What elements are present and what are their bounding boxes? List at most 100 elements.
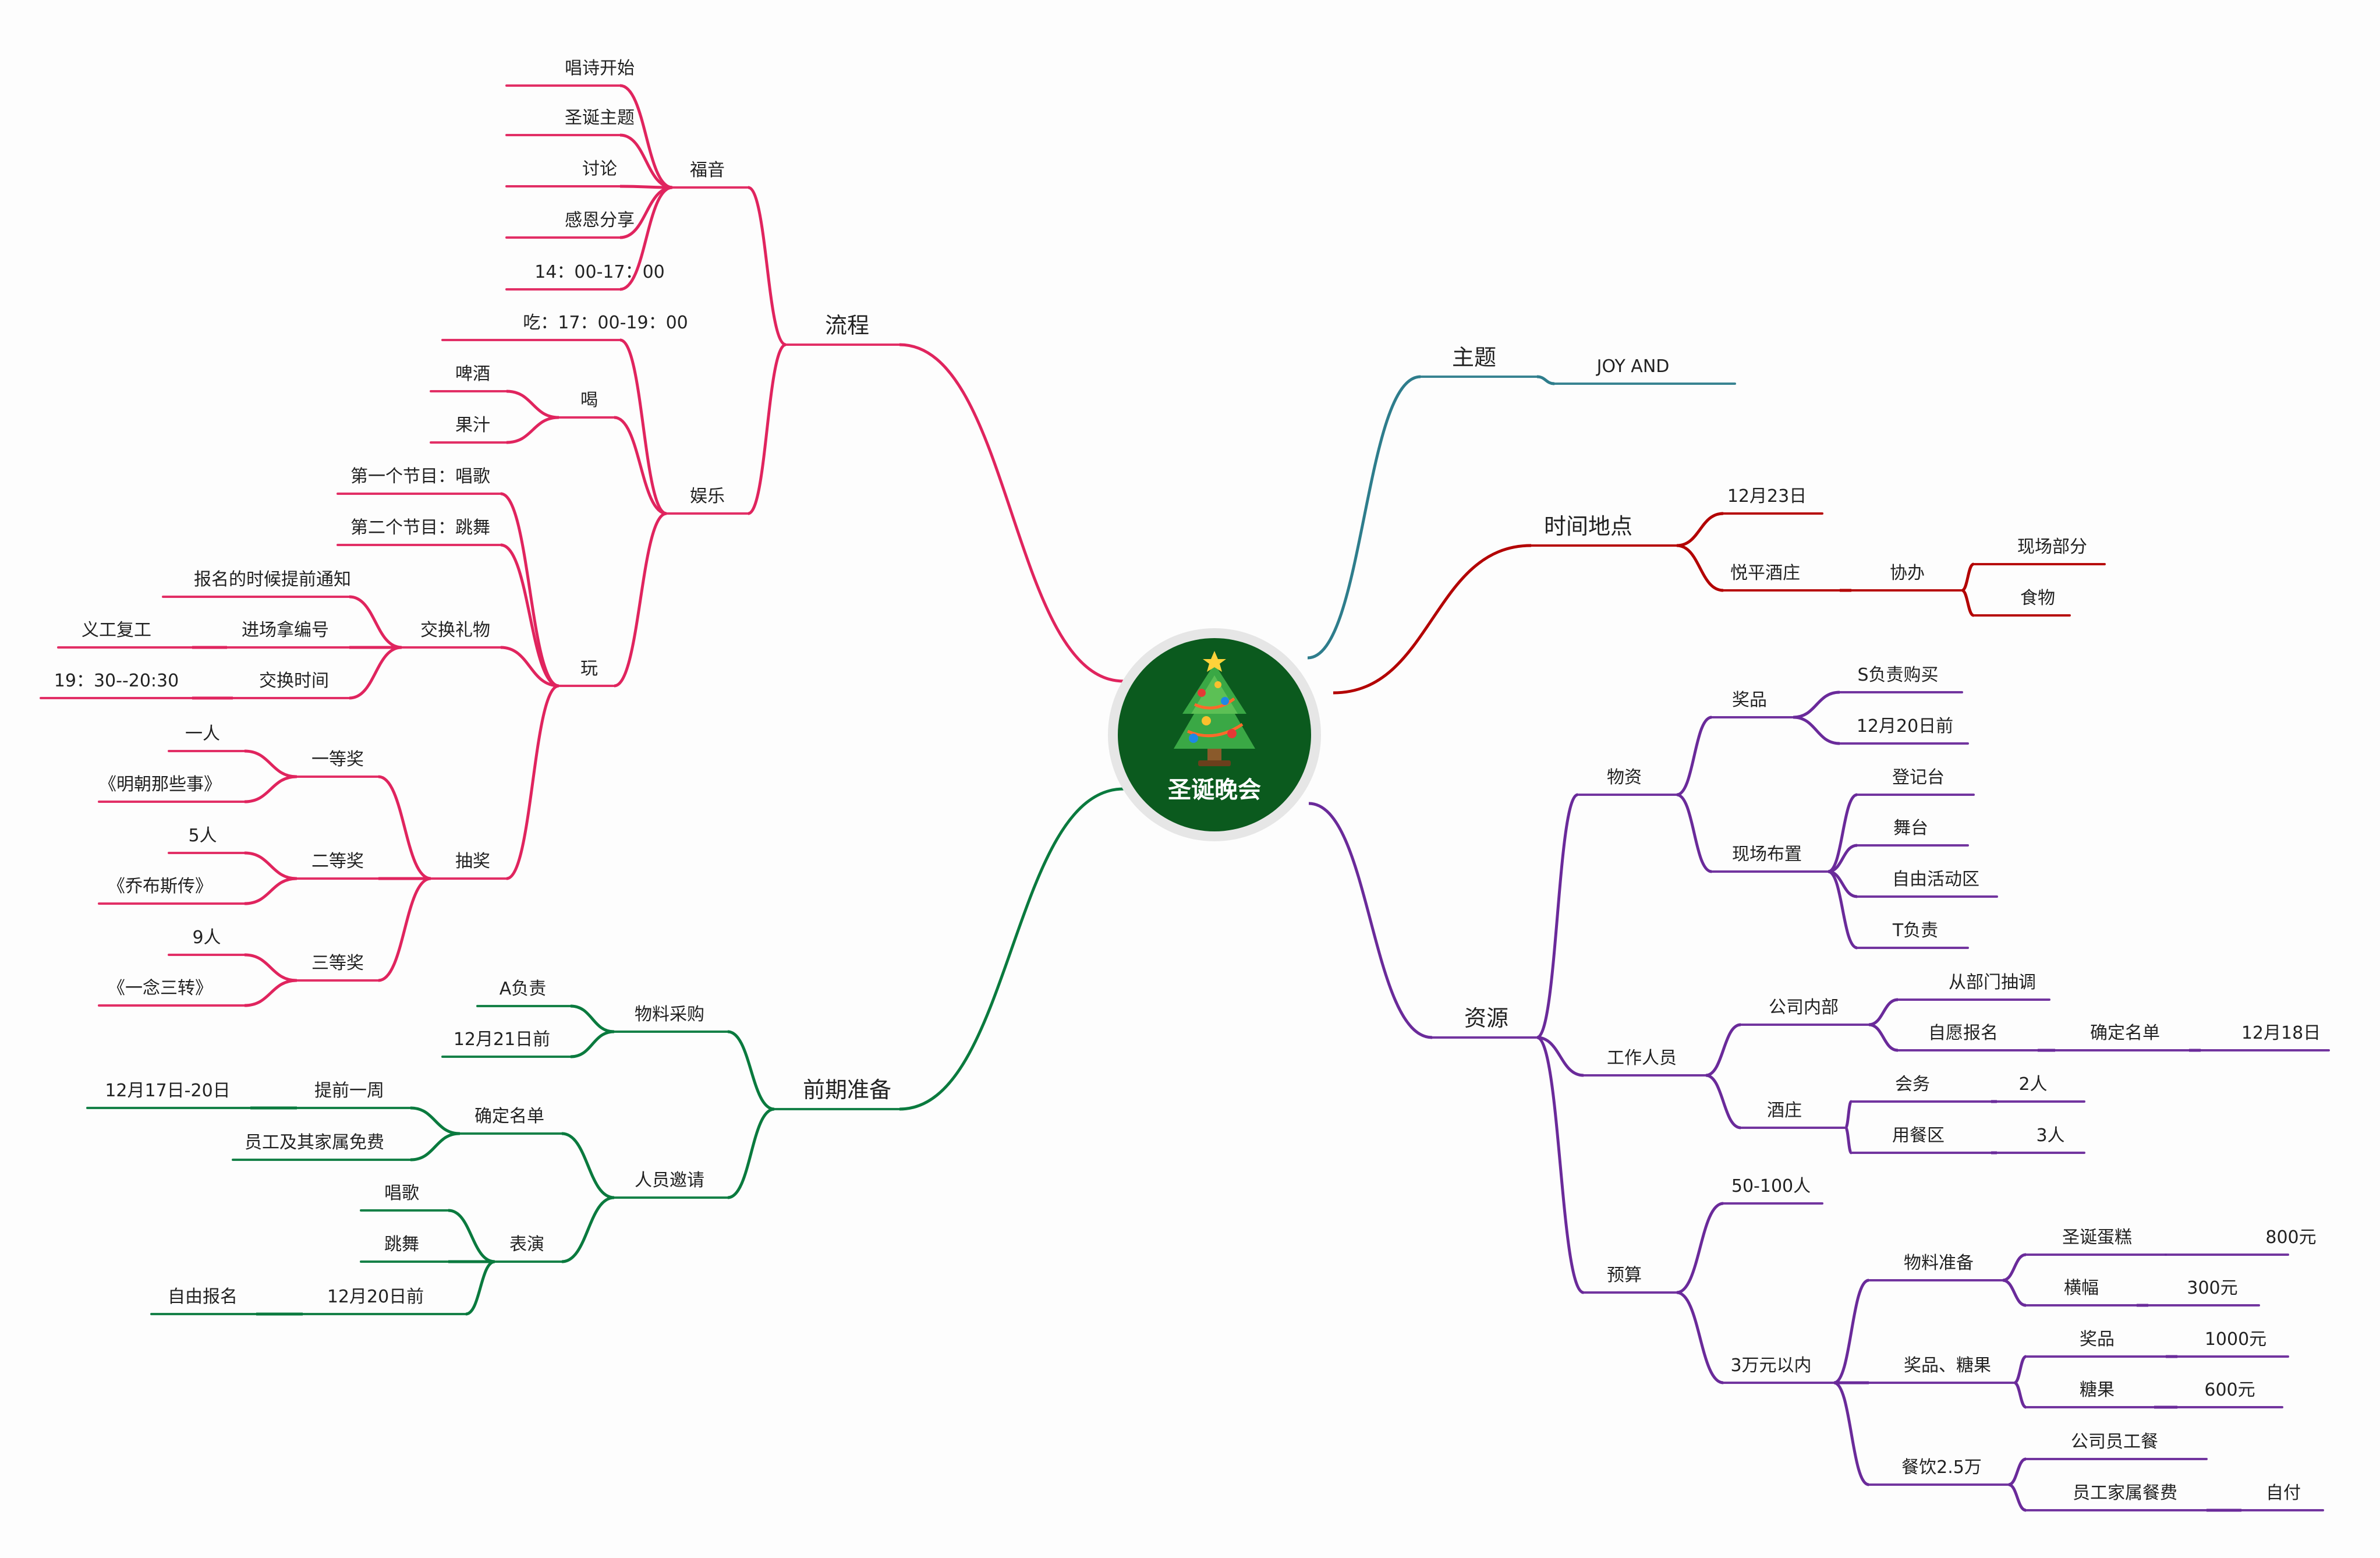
- topic-he1[interactable]: 果汁: [455, 415, 490, 435]
- topic-qnc[interactable]: 自由报名: [168, 1287, 238, 1307]
- topic-sj[interactable]: 交换时间: [259, 671, 329, 691]
- topic-cy2[interactable]: 餐饮2.5万: [1901, 1457, 1982, 1478]
- christmas-tree-icon: [1174, 651, 1255, 766]
- topic-jd[interactable]: 悦平酒庄: [1730, 563, 1800, 583]
- topic-xc1[interactable]: 舞台: [1893, 818, 1928, 838]
- topic-js[interactable]: 员工家属餐费: [2073, 1483, 2177, 1503]
- topic-jh[interactable]: 交换礼物: [420, 620, 490, 640]
- topic-rq[interactable]: 12月23日: [1727, 486, 1807, 507]
- connector-line: [1676, 1291, 1724, 1385]
- topic-he0[interactable]: 啤酒: [455, 364, 490, 384]
- topic-xb0[interactable]: 现场部分: [2017, 537, 2087, 557]
- topic-gc[interactable]: 公司员工餐: [2071, 1432, 2158, 1452]
- topic-ed0[interactable]: 5人: [188, 826, 217, 846]
- topic-ed1[interactable]: 《乔布斯传》: [108, 876, 212, 897]
- topic-wan[interactable]: 玩: [580, 658, 598, 679]
- topic-fy4[interactable]: 14：00-17：00: [534, 262, 665, 282]
- topic-ry[interactable]: 人员邀请: [635, 1170, 704, 1191]
- topic-xb1[interactable]: 食物: [2020, 588, 2055, 608]
- connector-line: [1828, 870, 1858, 950]
- topic-cd[interactable]: 从部门抽调: [1949, 972, 2036, 993]
- topic-sd0[interactable]: 9人: [192, 927, 221, 948]
- topic-xc0[interactable]: 登记台: [1892, 767, 1945, 788]
- topic-cyn[interactable]: 3人: [2036, 1125, 2064, 1146]
- topic-dgv[interactable]: 800元: [2265, 1227, 2316, 1248]
- topic-qdd[interactable]: 12月18日: [2241, 1023, 2321, 1043]
- topic-jt[interactable]: 奖品、糖果: [1904, 1355, 1991, 1376]
- topic-zyb[interactable]: 自愿报名: [1928, 1023, 1998, 1043]
- topic-zf[interactable]: 自付: [2266, 1483, 2301, 1503]
- topic-bhc[interactable]: 义工复工: [82, 620, 151, 640]
- topic-xc2[interactable]: 自由活动区: [1892, 869, 1979, 890]
- connector-line: [506, 684, 559, 880]
- topic-jm2[interactable]: 第二个节目：跳舞: [350, 518, 490, 538]
- topic-cg[interactable]: 唱歌: [384, 1183, 419, 1203]
- topic-cy[interactable]: 用餐区: [1892, 1125, 1945, 1146]
- topic-zy[interactable]: 资源: [1464, 1005, 1508, 1031]
- topic-yd0[interactable]: 一人: [185, 724, 220, 744]
- topic-hf[interactable]: 横幅: [2064, 1278, 2099, 1298]
- topic-hw[interactable]: 会务: [1895, 1074, 1930, 1095]
- central-topic[interactable]: 圣诞晚会: [1108, 628, 1321, 841]
- topic-jm1[interactable]: 第一个节目：唱歌: [350, 466, 490, 487]
- topic-ztv[interactable]: JOY AND: [1596, 356, 1670, 377]
- connector-line: [561, 1132, 615, 1199]
- topic-wl1[interactable]: 12月21日前: [454, 1029, 550, 1050]
- topic-rs[interactable]: 50-100人: [1731, 1176, 1811, 1196]
- topic-sw[interactable]: 3万元以内: [1730, 1355, 1811, 1376]
- topic-ed[interactable]: 二等奖: [311, 851, 364, 872]
- topic-tgv[interactable]: 600元: [2204, 1380, 2255, 1400]
- topic-ys[interactable]: 预算: [1607, 1265, 1642, 1286]
- topic-sd[interactable]: 三等奖: [311, 953, 364, 973]
- topic-nb[interactable]: 公司内部: [1769, 997, 1839, 1018]
- topic-hfv[interactable]: 300元: [2187, 1278, 2237, 1298]
- topic-jz[interactable]: 酒庄: [1767, 1100, 1802, 1121]
- topic-xc3[interactable]: T负责: [1892, 920, 1938, 941]
- topic-zt[interactable]: 主题: [1452, 345, 1496, 370]
- topic-by[interactable]: 表演: [509, 1234, 544, 1255]
- topic-qd[interactable]: 确定名单: [2090, 1023, 2160, 1043]
- topic-bh[interactable]: 进场拿编号: [242, 620, 329, 640]
- topic-dg[interactable]: 圣诞蛋糕: [2062, 1227, 2132, 1248]
- topic-chi[interactable]: 吃：17：00-19：00: [523, 313, 688, 333]
- topic-wl0[interactable]: A负责: [500, 979, 547, 999]
- topic-jp[interactable]: 奖品: [1732, 690, 1767, 710]
- topic-jp0[interactable]: S负责购买: [1857, 665, 1938, 685]
- topic-wl[interactable]: 物料采购: [635, 1004, 704, 1025]
- topic-xb[interactable]: 协办: [1890, 563, 1925, 583]
- topic-yule[interactable]: 娱乐: [690, 486, 725, 507]
- topic-wl2[interactable]: 物料准备: [1904, 1253, 1974, 1273]
- topic-jppv[interactable]: 1000元: [2205, 1329, 2266, 1350]
- topic-tqc[interactable]: 12月17日-20日: [105, 1081, 230, 1101]
- topic-yd1[interactable]: 《明朝那些事》: [99, 774, 221, 795]
- topic-tg[interactable]: 糖果: [2080, 1380, 2115, 1400]
- topic-md[interactable]: 确定名单: [474, 1106, 544, 1127]
- topic-cj[interactable]: 抽奖: [455, 851, 490, 872]
- connector-line: [727, 1107, 775, 1199]
- topic-jpp[interactable]: 奖品: [2080, 1329, 2115, 1350]
- topic-fy3[interactable]: 感恩分享: [565, 210, 635, 231]
- topic-sjc[interactable]: 19：30--20:30: [54, 671, 179, 691]
- topic-xc[interactable]: 现场布置: [1732, 844, 1802, 865]
- topic-mf[interactable]: 员工及其家属免费: [245, 1132, 384, 1153]
- topic-fy2[interactable]: 讨论: [582, 159, 617, 179]
- topic-fuyin[interactable]: 福音: [690, 160, 725, 180]
- topic-tw[interactable]: 跳舞: [384, 1234, 419, 1255]
- topic-fy1[interactable]: 圣诞主题: [565, 108, 635, 128]
- topic-sd1[interactable]: 《一念三转》: [108, 978, 212, 998]
- topic-hwn[interactable]: 2人: [2018, 1074, 2047, 1095]
- connector-line: [1705, 1074, 1741, 1129]
- topic-gz[interactable]: 工作人员: [1607, 1048, 1677, 1068]
- connector-line: [1705, 1023, 1741, 1077]
- topic-he[interactable]: 喝: [580, 390, 598, 410]
- topic-tz[interactable]: 报名的时候提前通知: [194, 569, 351, 590]
- topic-tq[interactable]: 提前一周: [314, 1081, 384, 1101]
- topic-liucheng[interactable]: 流程: [825, 313, 869, 338]
- topic-wz[interactable]: 物资: [1607, 767, 1642, 788]
- topic-fy0[interactable]: 唱诗开始: [565, 58, 635, 79]
- topic-qq[interactable]: 前期准备: [803, 1077, 891, 1103]
- topic-qn[interactable]: 12月20日前: [327, 1287, 424, 1307]
- topic-sjdd[interactable]: 时间地点: [1544, 514, 1632, 539]
- topic-jp1[interactable]: 12月20日前: [1857, 716, 1953, 736]
- topic-yd[interactable]: 一等奖: [311, 749, 364, 770]
